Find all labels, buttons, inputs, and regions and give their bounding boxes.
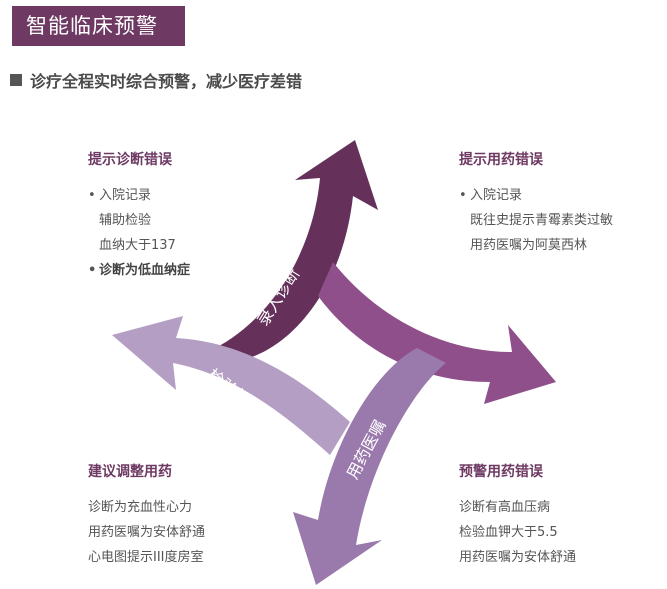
panel-medication-error: 提示用药错误 入院记录 既往史提示青霉素类过敏 用药医嘱为阿莫西林 (459, 149, 613, 258)
panel-title: 提示诊断错误 (88, 152, 172, 168)
page-title: 智能临床预警 (12, 6, 185, 46)
panel-line: 辅助检验 (99, 213, 152, 228)
panel-line: 入院记录 (88, 183, 190, 208)
panel-warning-medication-error: 预警用药错误 诊断有高血压病 检验血钾大于5.5 用药医嘱为安体舒通 (459, 461, 576, 570)
panel-line: 入院记录 (459, 183, 613, 208)
panel-title: 提示用药错误 (459, 152, 543, 168)
panel-line: 诊断为充血性心力 (88, 500, 193, 515)
panel-line: 用药医嘱为阿莫西林 (470, 238, 588, 253)
panel-line: 用药医嘱为安体舒通 (88, 525, 206, 540)
panel-line: 既往史提示青霉素类过敏 (470, 213, 614, 228)
arrow-record-diagnosis (207, 140, 378, 360)
panel-title: 建议调整用药 (88, 464, 172, 480)
panel-line: 检验血钾大于5.5 (459, 525, 558, 540)
panel-line: 诊断为低血纳症 (88, 258, 190, 283)
arrow-write-record (318, 262, 556, 404)
panel-line: 诊断有高血压病 (459, 500, 551, 515)
panel-diagnosis-error: 提示诊断错误 入院记录 辅助检验 血纳大于137 诊断为低血纳症 (88, 149, 190, 283)
arrow-lab-exam-report (112, 316, 350, 455)
subtitle: 诊疗全程实时综合预警，减少医疗差错 (30, 72, 303, 91)
panel-line: 用药医嘱为安体舒通 (459, 550, 577, 565)
square-bullet-icon (10, 74, 22, 86)
panel-adjust-medication: 建议调整用药 诊断为充血性心力 用药医嘱为安体舒通 心电图提示III度房室 (88, 461, 205, 570)
panel-line: 心电图提示III度房室 (88, 550, 204, 565)
panel-title: 预警用药错误 (459, 464, 543, 480)
panel-line: 血纳大于137 (99, 238, 176, 253)
subtitle-row: 诊疗全程实时综合预警，减少医疗差错 (10, 69, 302, 91)
arrow-medication-order (293, 348, 446, 585)
